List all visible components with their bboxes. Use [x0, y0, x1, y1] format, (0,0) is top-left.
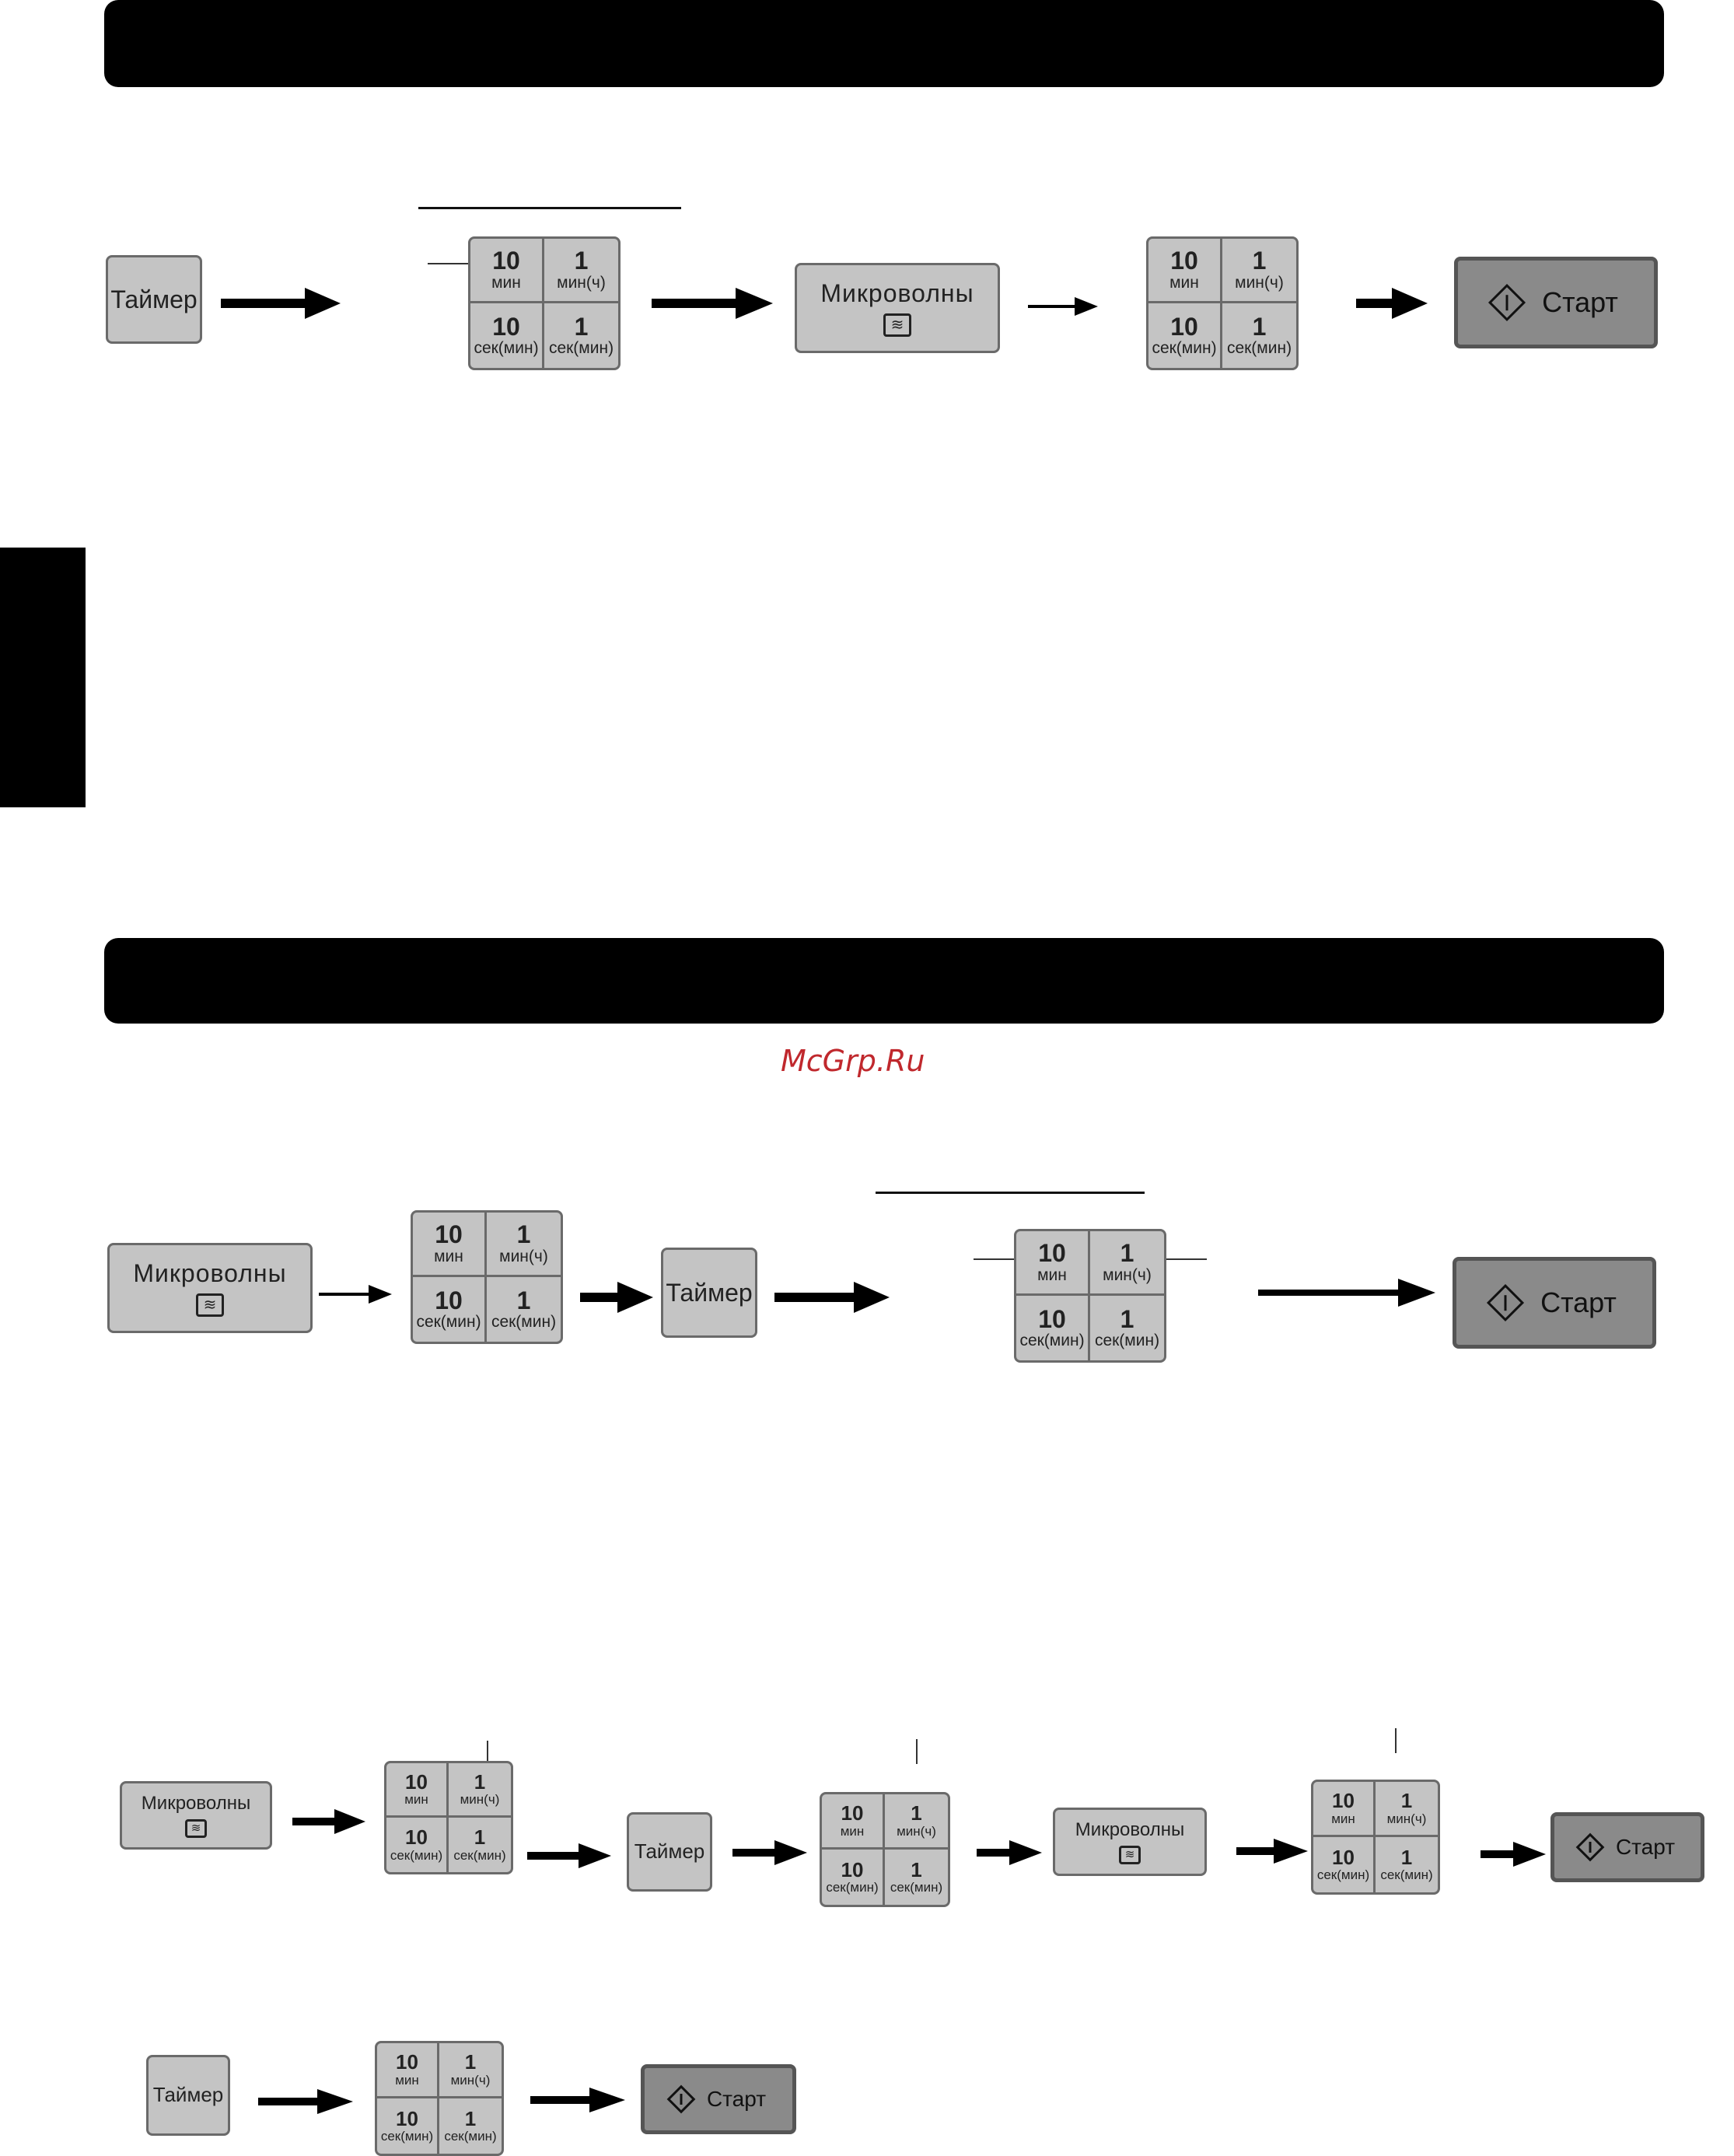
- section-header-bar-1: [104, 0, 1664, 87]
- timer-button-label: Таймер: [634, 1839, 705, 1864]
- microwave-wave-icon: ≋: [1119, 1845, 1141, 1864]
- timer-button[interactable]: Таймер: [106, 255, 202, 344]
- timer-button[interactable]: Таймер: [146, 2055, 230, 2136]
- timer-button[interactable]: Таймер: [661, 1248, 757, 1338]
- timer-button-label: Таймер: [666, 1278, 753, 1307]
- row2-underline: [876, 1192, 1145, 1194]
- timer-button[interactable]: Таймер: [627, 1812, 712, 1892]
- start-button[interactable]: Старт: [1550, 1812, 1704, 1882]
- start-button-label: Старт: [1615, 1834, 1676, 1859]
- row3-leader-3: [1395, 1728, 1397, 1753]
- start-diamond-icon: [666, 2084, 696, 2114]
- microwave-button-label: Микроволны: [820, 278, 974, 307]
- side-section-tab: [0, 548, 86, 807]
- microwave-button-label: Микроволны: [141, 1793, 251, 1815]
- start-diamond-icon: [1488, 283, 1526, 322]
- start-button-label: Старт: [1542, 286, 1618, 319]
- section-header-bar-2: [104, 938, 1664, 1024]
- start-button[interactable]: Старт: [1454, 257, 1658, 348]
- microwave-button-label: Микроволны: [133, 1258, 287, 1287]
- row1-underline: [418, 207, 681, 209]
- timer-button-label: Таймер: [110, 285, 198, 313]
- start-button[interactable]: Старт: [1453, 1257, 1656, 1349]
- start-button[interactable]: Старт: [641, 2064, 796, 2134]
- microwave-button[interactable]: Микроволны ≋: [107, 1243, 313, 1333]
- microwave-button-label: Микроволны: [1075, 1819, 1185, 1841]
- watermark-text: McGrp.Ru: [781, 1044, 925, 1078]
- microwave-button[interactable]: Микроволны ≋: [795, 263, 1000, 353]
- start-diamond-icon: [1575, 1832, 1605, 1862]
- start-diamond-icon: [1487, 1283, 1525, 1322]
- microwave-button[interactable]: Микроволны ≋: [120, 1781, 272, 1850]
- microwave-wave-icon: ≋: [196, 1293, 224, 1318]
- microwave-wave-icon: ≋: [185, 1818, 207, 1838]
- row1-leader-line: [428, 263, 471, 264]
- microwave-button[interactable]: Микроволны ≋: [1053, 1808, 1207, 1876]
- microwave-wave-icon: ≋: [883, 313, 911, 338]
- row2-leader-right: [1160, 1258, 1207, 1260]
- start-button-label: Старт: [1540, 1286, 1617, 1319]
- row3-leader-2: [916, 1739, 918, 1764]
- start-button-label: Старт: [706, 2086, 767, 2111]
- timer-button-label: Таймер: [152, 2083, 224, 2107]
- row2-leader-left: [974, 1258, 1020, 1260]
- row3-leader-1: [487, 1741, 488, 1762]
